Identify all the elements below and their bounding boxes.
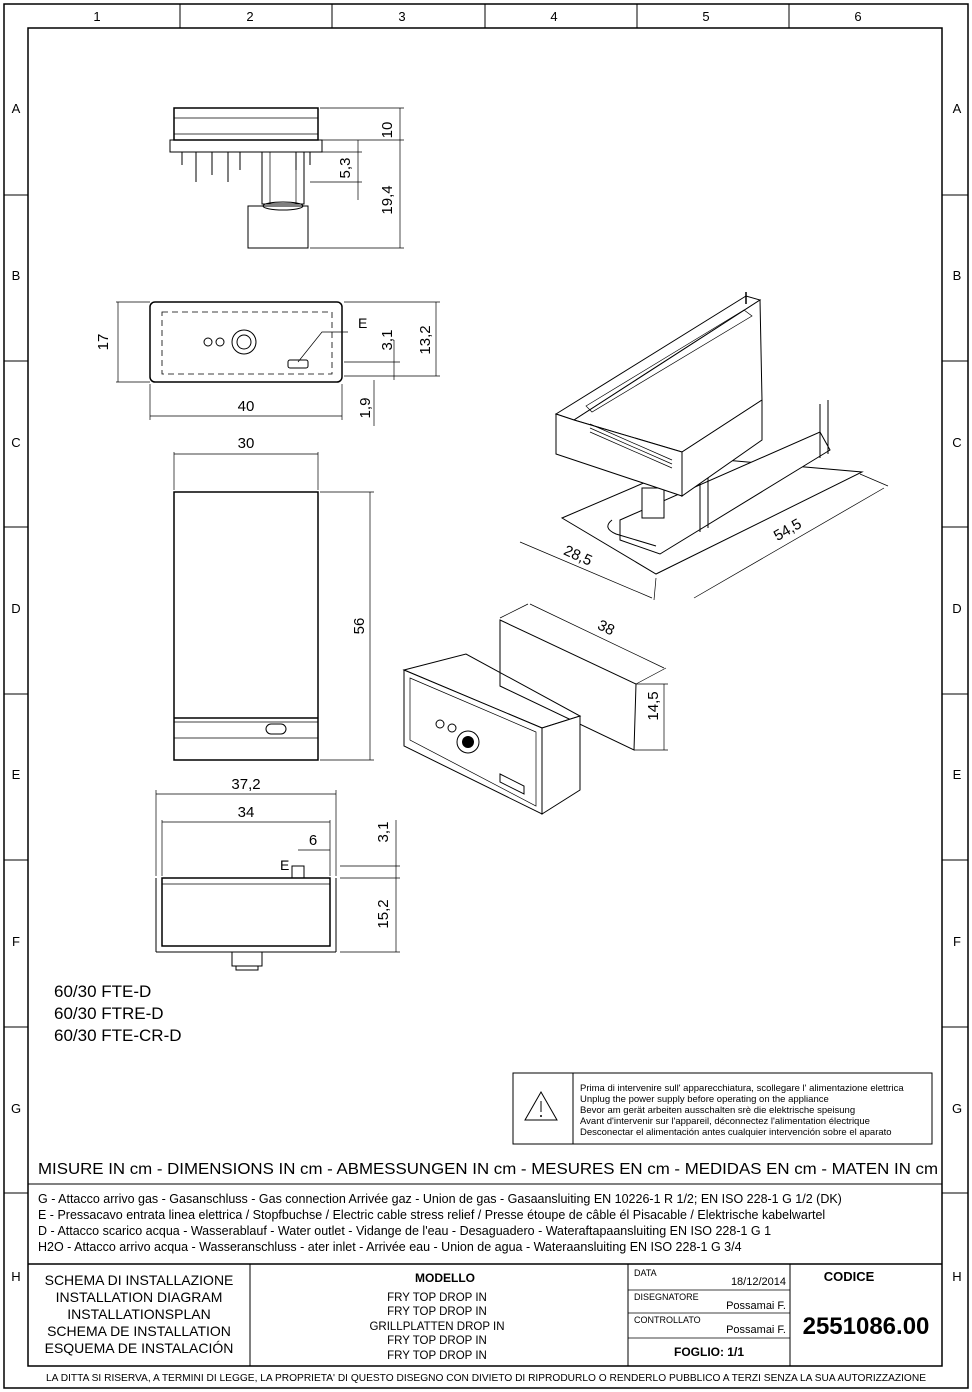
- data-label: DATA: [634, 1268, 657, 1278]
- dim-3-1-side: 3,1: [375, 822, 392, 843]
- warning-line: Bevor am gerät arbeiten ausschalten srè …: [580, 1105, 855, 1116]
- plan-dims: 30 56: [173, 435, 374, 761]
- row-label: G: [11, 1101, 21, 1116]
- row-label: F: [953, 934, 961, 949]
- row-label: C: [11, 435, 20, 450]
- row-label: E: [953, 767, 962, 782]
- top-side-dims: 10 5,3 19,4: [310, 107, 404, 249]
- box-dims: 38 14,5: [499, 603, 668, 751]
- codice-label: CODICE: [824, 1269, 875, 1284]
- codice-value: 2551086.00: [803, 1313, 930, 1340]
- side-section-dims: 37,2 34 6 3,1 15,2: [155, 776, 400, 953]
- model-item: 60/30 FTE-CR-D: [54, 1026, 182, 1045]
- schema-title: INSTALLATION DIAGRAM: [56, 1289, 223, 1305]
- top-side-view: [169, 107, 323, 249]
- warning-line: Prima di intervenire sull' apparecchiatu…: [580, 1083, 904, 1094]
- outer-frame: [3, 3, 969, 1389]
- dim-37-2: 37,2: [231, 776, 260, 793]
- row-label: A: [953, 101, 962, 116]
- col-label: 5: [702, 9, 709, 24]
- col-label: 4: [550, 9, 557, 24]
- side-section-view: E: [155, 857, 337, 971]
- dim-10: 10: [379, 122, 396, 139]
- row-label: E: [12, 767, 21, 782]
- row-label: G: [952, 1101, 962, 1116]
- dim-3-1: 3,1: [379, 330, 396, 351]
- row-label: D: [11, 601, 20, 616]
- modello-item: FRY TOP DROP IN: [387, 1350, 487, 1362]
- schema-title: SCHEMA DI INSTALLAZIONE: [45, 1272, 234, 1288]
- dim-30: 30: [238, 435, 255, 452]
- row-label: H: [952, 1269, 961, 1284]
- warning-triangle-icon: [524, 1090, 558, 1121]
- dim-13-2: 13,2: [417, 325, 434, 354]
- row-label: H: [11, 1269, 20, 1284]
- modello-label: MODELLO: [415, 1271, 475, 1285]
- measures-line: MISURE IN cm - DIMENSIONS IN cm - ABMESS…: [38, 1161, 938, 1178]
- control-panel-dims: 17 40 3,1 13,2 1,9: [95, 301, 440, 426]
- model-item: 60/30 FTE-D: [54, 982, 151, 1001]
- warning-line: Desconectar el alimentación antes cualqu…: [580, 1127, 892, 1138]
- disegnatore-label: DISEGNATORE: [634, 1292, 699, 1302]
- label-e-side: E: [280, 857, 289, 873]
- col-label: 6: [854, 9, 861, 24]
- row-label: A: [12, 101, 21, 116]
- warning-line: Avant d'intervenir sur l'appareil, décon…: [580, 1116, 870, 1127]
- dim-5-3: 5,3: [337, 158, 354, 179]
- control-panel-front-view: E: [149, 301, 367, 383]
- row-label: F: [12, 934, 20, 949]
- schema-title: INSTALLATIONSPLAN: [67, 1306, 210, 1322]
- legend-line: E - Pressacavo entrata linea elettrica /…: [38, 1208, 825, 1222]
- row-label: B: [12, 268, 21, 283]
- controllato-label: CONTROLLATO: [634, 1315, 701, 1325]
- modello-item: FRY TOP DROP IN: [387, 1306, 487, 1318]
- col-label: 2: [246, 9, 253, 24]
- warning-line: Unplug the power supply before operating…: [580, 1094, 829, 1105]
- dim-54-5: 54,5: [771, 515, 805, 544]
- schema-title: SCHEMA DE INSTALLATION: [47, 1323, 231, 1339]
- data-value: 18/12/2014: [731, 1276, 786, 1288]
- footer-notice: LA DITTA SI RISERVA, A TERMINI DI LEGGE,…: [46, 1372, 926, 1384]
- controllato-value: Possamai F.: [726, 1324, 786, 1336]
- schema-title: ESQUEMA DE INSTALACIÓN: [45, 1340, 234, 1356]
- model-list: 60/30 FTE-D 60/30 FTRE-D 60/30 FTE-CR-D: [54, 982, 182, 1045]
- col-label: 3: [398, 9, 405, 24]
- column-grid: [179, 4, 790, 28]
- isometric-appliance-view: [554, 292, 864, 575]
- connection-legend: G - Attacco arrivo gas - Gasanschluss - …: [38, 1192, 842, 1254]
- dim-15-2: 15,2: [375, 899, 392, 928]
- dim-34: 34: [238, 804, 255, 821]
- modello-item: FRY TOP DROP IN: [387, 1335, 487, 1347]
- dim-40: 40: [238, 398, 255, 415]
- legend-line: D - Attacco scarico acqua - Wasserablauf…: [38, 1224, 771, 1238]
- dim-6: 6: [309, 832, 317, 849]
- dim-56: 56: [351, 618, 368, 635]
- dim-1-9: 1,9: [357, 398, 374, 419]
- modello-item: GRILLPLATTEN DROP IN: [369, 1321, 504, 1333]
- foglio-value: FOGLIO: 1/1: [674, 1345, 744, 1359]
- dim-14-5: 14,5: [645, 691, 662, 720]
- row-label: C: [952, 435, 961, 450]
- row-grid: [4, 194, 968, 1194]
- dim-38: 38: [595, 617, 617, 640]
- plan-view: [173, 491, 319, 761]
- legend-line: G - Attacco arrivo gas - Gasanschluss - …: [38, 1192, 842, 1206]
- dim-28-5: 28,5: [561, 542, 595, 569]
- exploded-box-view: [402, 619, 637, 815]
- modello-item: FRY TOP DROP IN: [387, 1292, 487, 1304]
- col-label: 1: [93, 9, 100, 24]
- disegnatore-value: Possamai F.: [726, 1300, 786, 1312]
- row-label: D: [952, 601, 961, 616]
- dim-17: 17: [95, 334, 112, 351]
- label-e: E: [358, 315, 367, 331]
- model-item: 60/30 FTRE-D: [54, 1004, 164, 1023]
- row-label: B: [953, 268, 962, 283]
- warning-box: Prima di intervenire sull' apparecchiatu…: [512, 1072, 933, 1145]
- title-block: SCHEMA DI INSTALLAZIONE INSTALLATION DIA…: [28, 1263, 942, 1366]
- legend-line: H2O - Attacco arrivo acqua - Wasseransch…: [38, 1240, 742, 1254]
- dim-19-4: 19,4: [379, 185, 396, 214]
